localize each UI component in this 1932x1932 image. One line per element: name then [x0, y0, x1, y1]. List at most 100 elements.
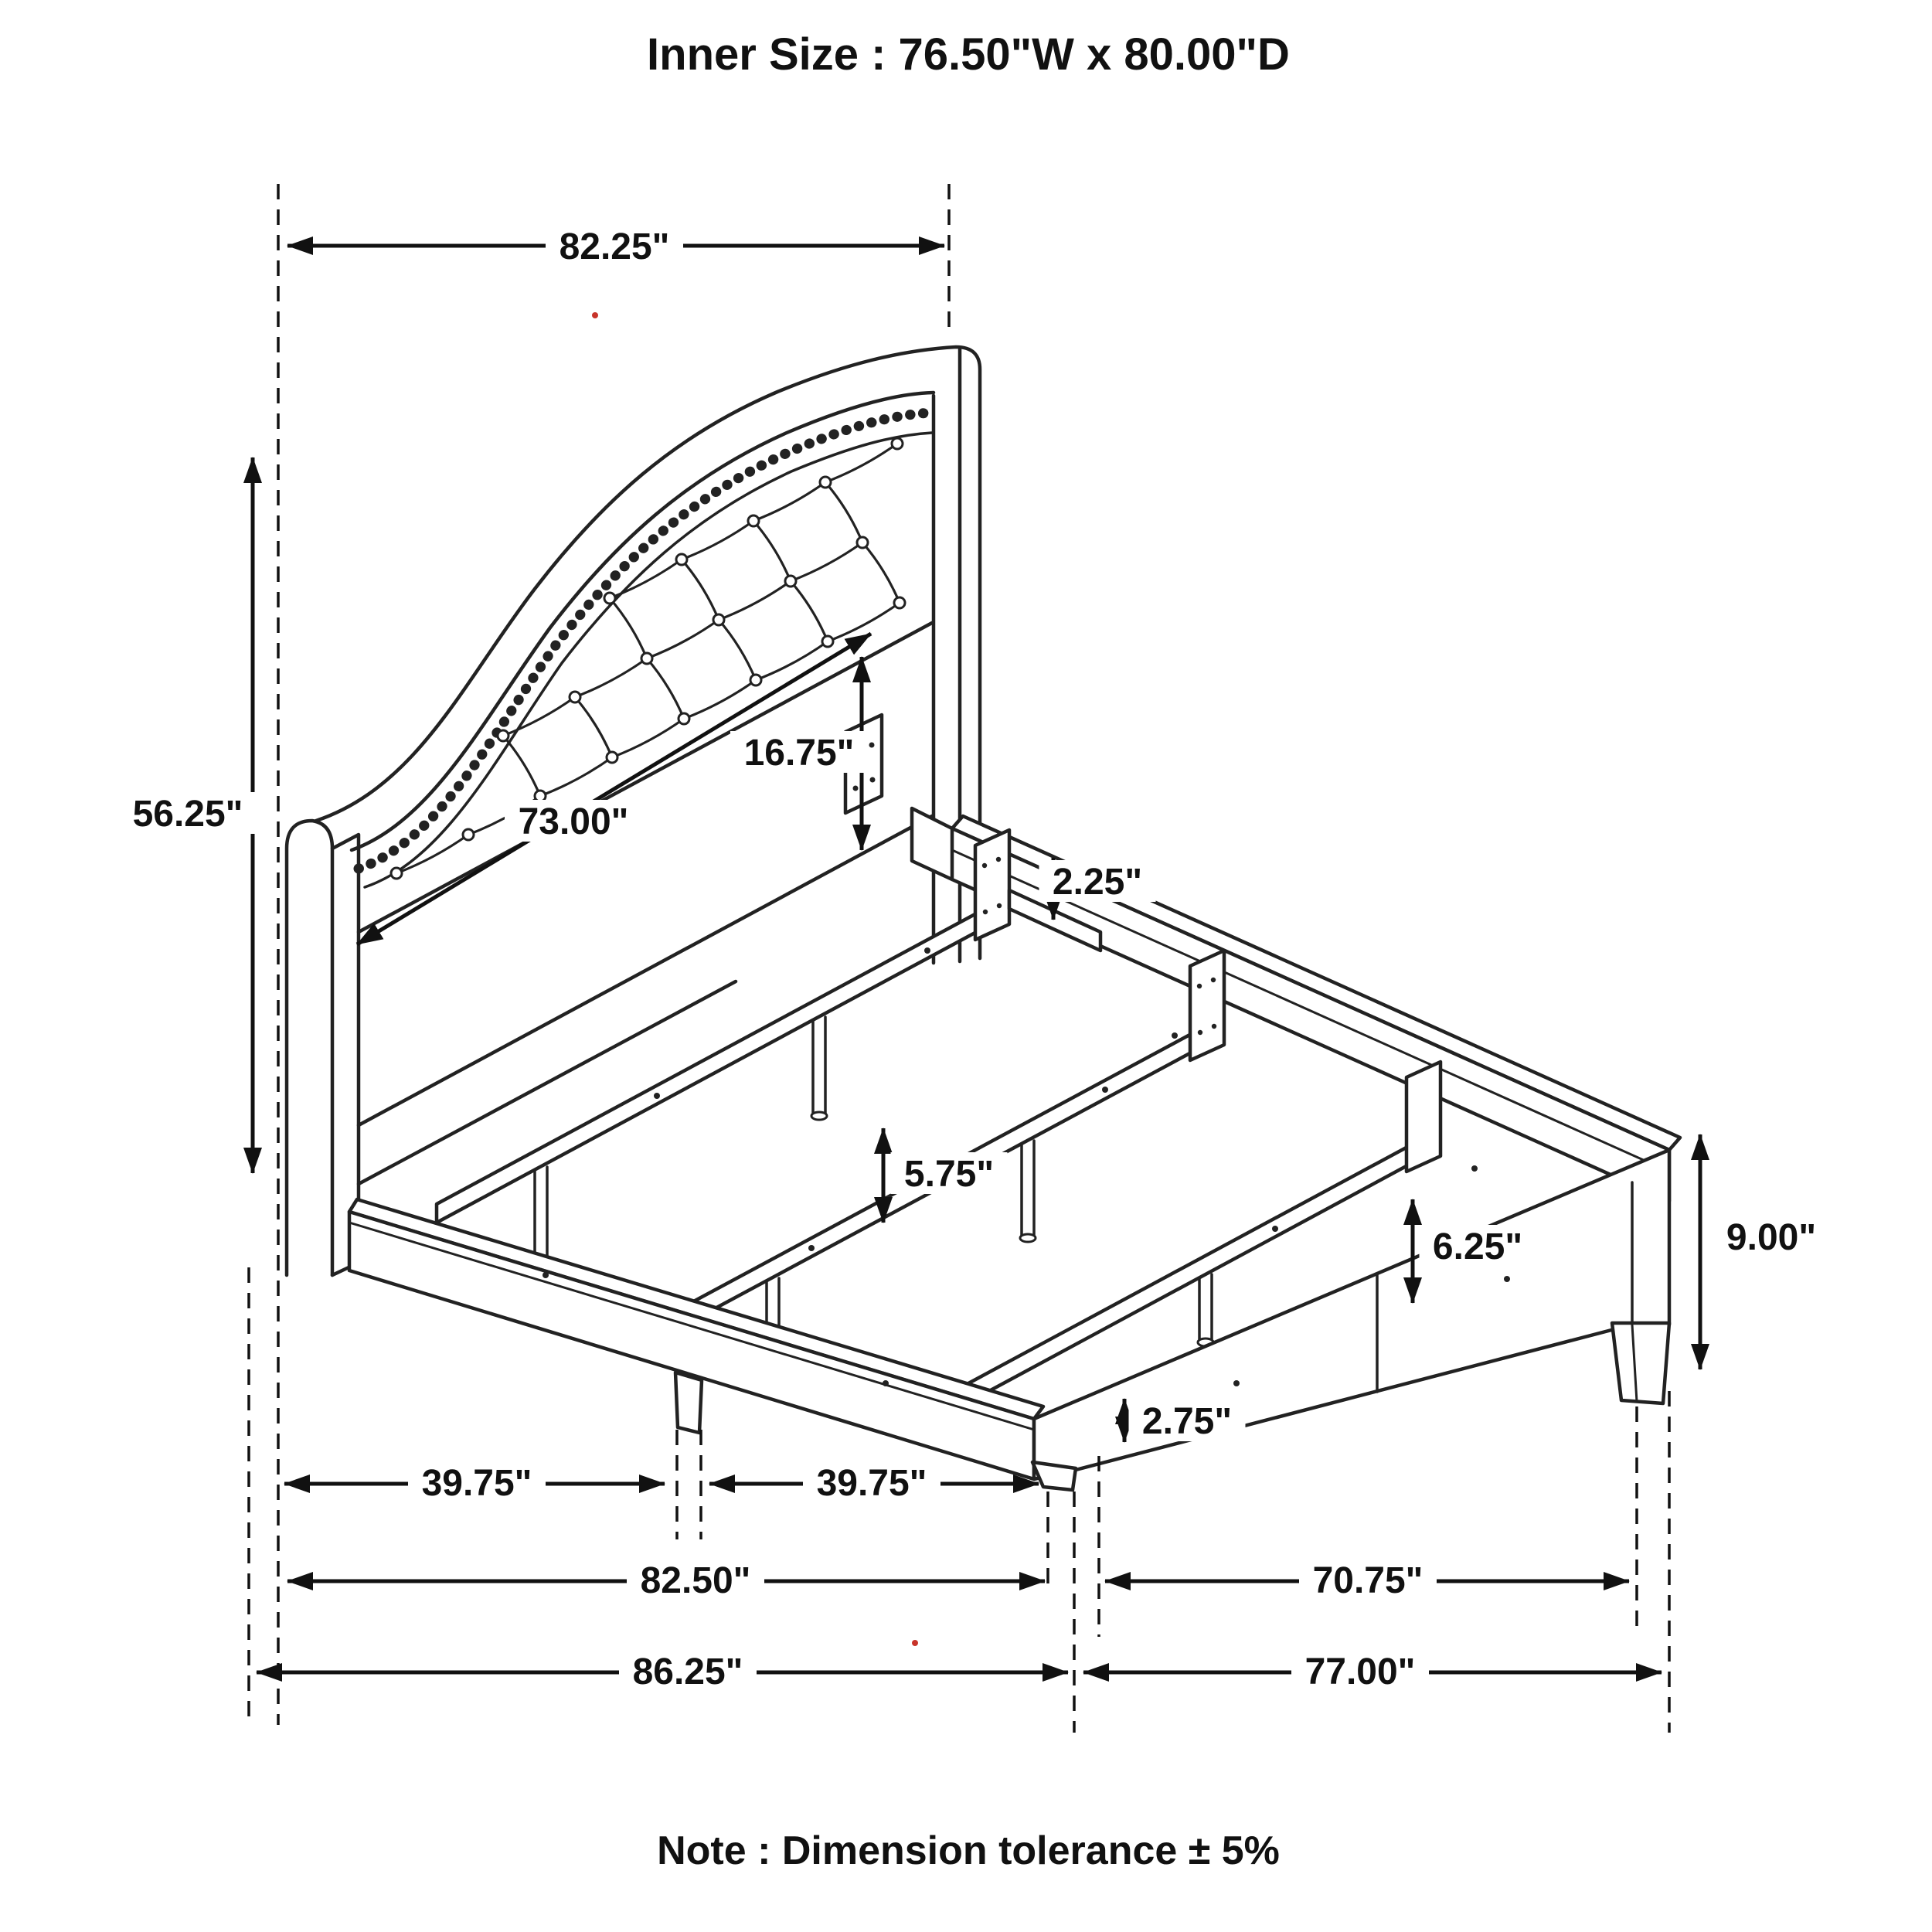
dimension-label: 82.25" [560, 226, 670, 267]
tuft-line [608, 558, 683, 600]
artifact-dot [592, 312, 598, 318]
headboard-lower-rail-edge [356, 814, 934, 1128]
tuft-line [824, 442, 899, 484]
bracket-hole [996, 903, 1002, 909]
tuft-button [747, 514, 760, 528]
tuft-button [893, 596, 906, 610]
dimension-label: 6.25" [1433, 1226, 1522, 1267]
front-rail-face [347, 1209, 1036, 1481]
tuft-button [818, 475, 832, 489]
dimension-label-bg [1419, 1225, 1536, 1267]
headboard-lower-rail-edge-2 [356, 979, 738, 1186]
bracket-hole [1211, 1023, 1217, 1029]
slat-rail-1-bracket [973, 828, 1012, 942]
dimension-label-bg [546, 225, 683, 267]
screw-dot [654, 1093, 660, 1099]
slat-rail-3-bracket [1404, 1060, 1443, 1174]
screw-dot [808, 1245, 815, 1251]
tuft-line [680, 519, 755, 561]
support-leg-cylinder [811, 1015, 827, 1117]
tuft-line [682, 679, 757, 720]
tolerance-note: Note : Dimension tolerance ± 5% [657, 1828, 1280, 1873]
dimension-rail-ledge-height: 2.25" [1039, 857, 1156, 920]
headboard-left-post [284, 818, 335, 1277]
dimension-label-bg [1039, 860, 1156, 902]
screw-dot [883, 1380, 889, 1386]
dimension-headboard-width-outer: 82.25" [287, 225, 945, 267]
tuft-line [717, 580, 792, 621]
screw-dot [1272, 1226, 1278, 1232]
dimension-label: 9.00" [1726, 1217, 1816, 1258]
tuft-button [603, 591, 617, 605]
front-corner-leg [1030, 1460, 1078, 1492]
screw-dot [1172, 1032, 1178, 1039]
dimension-label-bg [1291, 1650, 1429, 1692]
dimension-footboard-inner-width: 70.75" [1104, 1559, 1630, 1601]
tuft-line [645, 618, 720, 660]
dimension-label-bg [619, 1650, 757, 1692]
bracket-hole [869, 777, 876, 783]
bracket-hole [1197, 1029, 1203, 1036]
tuft-button [784, 574, 798, 588]
screw-dot [1233, 1380, 1240, 1386]
tuft-line [826, 601, 901, 643]
page-title: Inner Size : 76.50"W x 80.00"D [647, 29, 1290, 80]
slat-rail-1-tab [1007, 888, 1103, 953]
tuft-line [752, 519, 792, 583]
dimension-leg-span-foot: 39.75" [709, 1461, 1039, 1504]
bracket-hole [982, 909, 988, 915]
dimension-label-bg [1128, 1400, 1246, 1441]
footboard-right-leg-edge [1631, 1323, 1638, 1403]
dimension-label-bg [627, 1559, 764, 1600]
dimension-label: 16.75" [744, 733, 855, 774]
dimension-label-bg [505, 800, 642, 842]
dimension-label: 2.25" [1053, 862, 1142, 903]
bracket-hole [995, 856, 1002, 862]
dimension-label-bg [119, 792, 257, 834]
footboard-right-leg [1610, 1321, 1672, 1406]
headboard-left-post-side [330, 832, 361, 1277]
dimension-label-bg [730, 731, 868, 773]
tuft-line [539, 756, 614, 798]
tuft-button [568, 690, 582, 704]
dimension-label-bg [408, 1461, 546, 1503]
tuft-line [502, 696, 577, 737]
tuft-line [789, 580, 829, 643]
tuft-button [890, 437, 904, 451]
dimension-label-bg [890, 1152, 1008, 1194]
dimension-label-bg [1713, 1216, 1830, 1257]
dimension-leg-span-head: 39.75" [284, 1461, 665, 1504]
dimension-label: 5.75" [904, 1154, 994, 1195]
front-rail-center-leg [673, 1370, 704, 1435]
dimension-label: 73.00" [519, 801, 629, 842]
dimension-label: 86.25" [633, 1651, 743, 1692]
tuft-button [821, 634, 835, 648]
dimension-slat-rail-length: 82.50" [287, 1559, 1046, 1601]
support-leg-cylinder [1198, 1273, 1213, 1344]
screw-dot [1102, 1087, 1108, 1093]
tuft-button [675, 553, 689, 566]
tuft-line [754, 640, 829, 682]
dimension-label: 77.00" [1305, 1651, 1416, 1692]
dimension-overall-width: 77.00" [1083, 1650, 1662, 1692]
dimension-label: 56.25" [133, 794, 243, 835]
tuft-line [717, 618, 757, 682]
tuft-button [677, 712, 691, 726]
dimension-overall-length: 86.25" [256, 1650, 1069, 1692]
tuft-button [496, 729, 510, 743]
dimension-label: 39.75" [422, 1463, 532, 1504]
tuft-button [389, 866, 403, 880]
tuft-button [533, 789, 547, 803]
dimension-label: 2.75" [1142, 1401, 1232, 1442]
artifact-dot [912, 1640, 918, 1646]
tuft-line [861, 541, 901, 604]
support-leg-cylinder [533, 1165, 549, 1267]
bracket-hole [1196, 983, 1202, 989]
tuft-button [749, 673, 763, 687]
dimension-arrow [355, 631, 872, 947]
screw-dot [543, 1272, 549, 1278]
screw-dot [924, 947, 930, 954]
tuft-line [752, 481, 827, 522]
